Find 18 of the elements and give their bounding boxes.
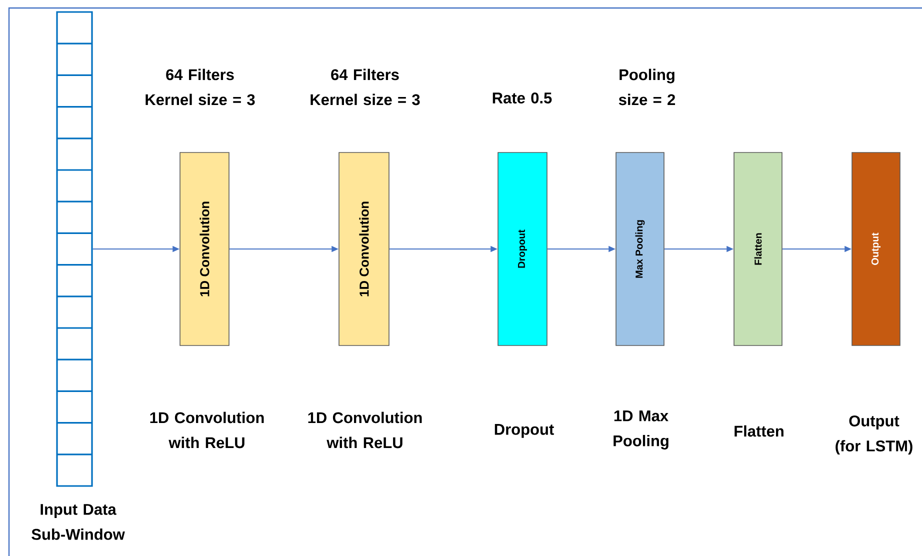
- layer-box: Max Pooling: [616, 152, 664, 346]
- layer-label: Dropout: [494, 424, 554, 438]
- layer-label: Output (for LSTM): [836, 415, 912, 454]
- layer-box: 1D Convolution: [338, 152, 390, 346]
- layer-box: Output: [852, 152, 900, 346]
- layer-box: 1D Convolution: [180, 152, 230, 346]
- layer-label: 1D Convolution with ReLU: [150, 412, 264, 448]
- layer-caption: Input Data Sub-Window: [32, 504, 125, 540]
- layer-label: Flatten: [734, 425, 784, 437]
- layer-label: 1D Max Pooling: [614, 410, 668, 450]
- layer-caption: 64 Filters Kernel size = 3: [146, 68, 255, 106]
- layer-caption: 64 Filters Kernel size = 3: [310, 68, 420, 106]
- layer-caption: Rate 0.5: [492, 92, 552, 104]
- input-column: [56, 11, 93, 487]
- layer-label: 1D Convolution with ReLU: [308, 412, 422, 448]
- layer-caption: Pooling size = 2: [618, 68, 676, 106]
- layer-box: Dropout: [498, 152, 548, 346]
- layer-box: Flatten: [734, 152, 782, 346]
